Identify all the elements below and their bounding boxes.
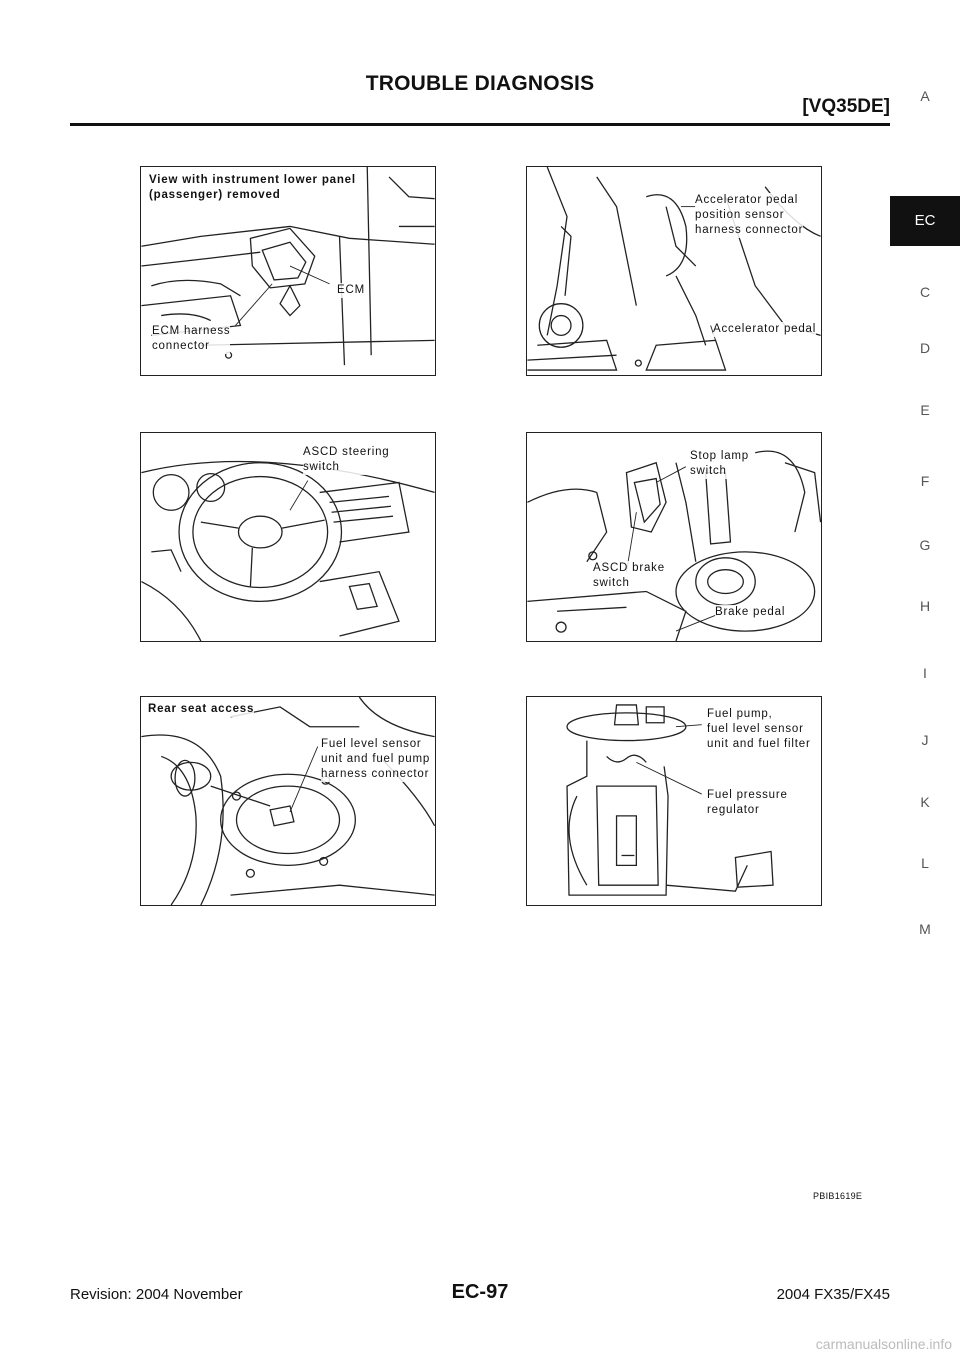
fuel-pump-drawing [566, 704, 774, 896]
figure-code: PBIB1619E [813, 1191, 863, 1201]
section-tab-m[interactable]: M [919, 921, 931, 937]
ascd-steering-switch-illustration: ASCD steering switch [140, 432, 436, 642]
section-tab-i[interactable]: I [923, 665, 927, 681]
page-number: EC-97 [451, 1281, 509, 1303]
header-rule [70, 123, 890, 126]
ascd-brake-switch-label: ASCD brake switch [593, 561, 665, 591]
brake-pedal-switch-illustration: Stop lamp switch ASCD brake switch Brake… [526, 432, 822, 642]
fuel-pump-assembly-label: Fuel pump, fuel level sensor unit and fu… [707, 707, 811, 752]
app-sensor-harness-connector-label: Accelerator pedal position sensor harnes… [695, 193, 804, 238]
engine-code: [VQ35DE] [802, 96, 890, 117]
section-tab-h[interactable]: H [919, 598, 931, 614]
fuel-pressure-regulator-label: Fuel pressure regulator [707, 788, 788, 818]
fuel-pump-harness-connector-label: Fuel level sensor unit and fuel pump har… [321, 737, 431, 782]
ecm-label: ECM [337, 283, 365, 298]
section-tab-f[interactable]: F [920, 473, 930, 489]
section-tab-k[interactable]: K [920, 794, 930, 810]
section-tab-l[interactable]: L [921, 855, 929, 871]
section-tab-d[interactable]: D [919, 340, 931, 356]
rear-seat-caption: Rear seat access [148, 702, 255, 717]
section-tab-g[interactable]: G [919, 537, 931, 553]
section-tab-j[interactable]: J [921, 732, 929, 748]
section-tab-a[interactable]: A [920, 88, 930, 104]
ascd-steering-switch-label: ASCD steering switch [303, 445, 390, 475]
ecm-harness-connector-label: ECM harness connector [152, 324, 231, 354]
brake-pedal-label: Brake pedal [715, 605, 786, 620]
section-tab-c[interactable]: C [919, 284, 931, 300]
ecm-panel-caption: View with instrument lower panel (passen… [149, 174, 356, 201]
ecm-location-illustration: View with instrument lower panel (passen… [140, 166, 436, 376]
fuel-pump-connector-illustration: Rear seat access Fuel level sensor unit … [140, 696, 436, 906]
stop-lamp-switch-label: Stop lamp switch [690, 449, 749, 479]
vehicle-model: 2004 FX35/FX45 [776, 1286, 890, 1303]
page-title: TROUBLE DIAGNOSIS [365, 72, 595, 95]
fuel-pump-assembly-illustration: Fuel pump, fuel level sensor unit and fu… [526, 696, 822, 906]
steering-drawing [141, 460, 435, 641]
section-tab-ec[interactable]: EC [890, 196, 960, 246]
watermark: carmanualsonline.info [815, 1336, 952, 1352]
accelerator-pedal-label: Accelerator pedal [713, 322, 817, 337]
rear-seat-drawing [141, 697, 435, 905]
revision-date: Revision: 2004 November [70, 1286, 243, 1303]
section-tab-e[interactable]: E [920, 402, 930, 418]
accelerator-pedal-illustration: Accelerator pedal position sensor harnes… [526, 166, 822, 376]
